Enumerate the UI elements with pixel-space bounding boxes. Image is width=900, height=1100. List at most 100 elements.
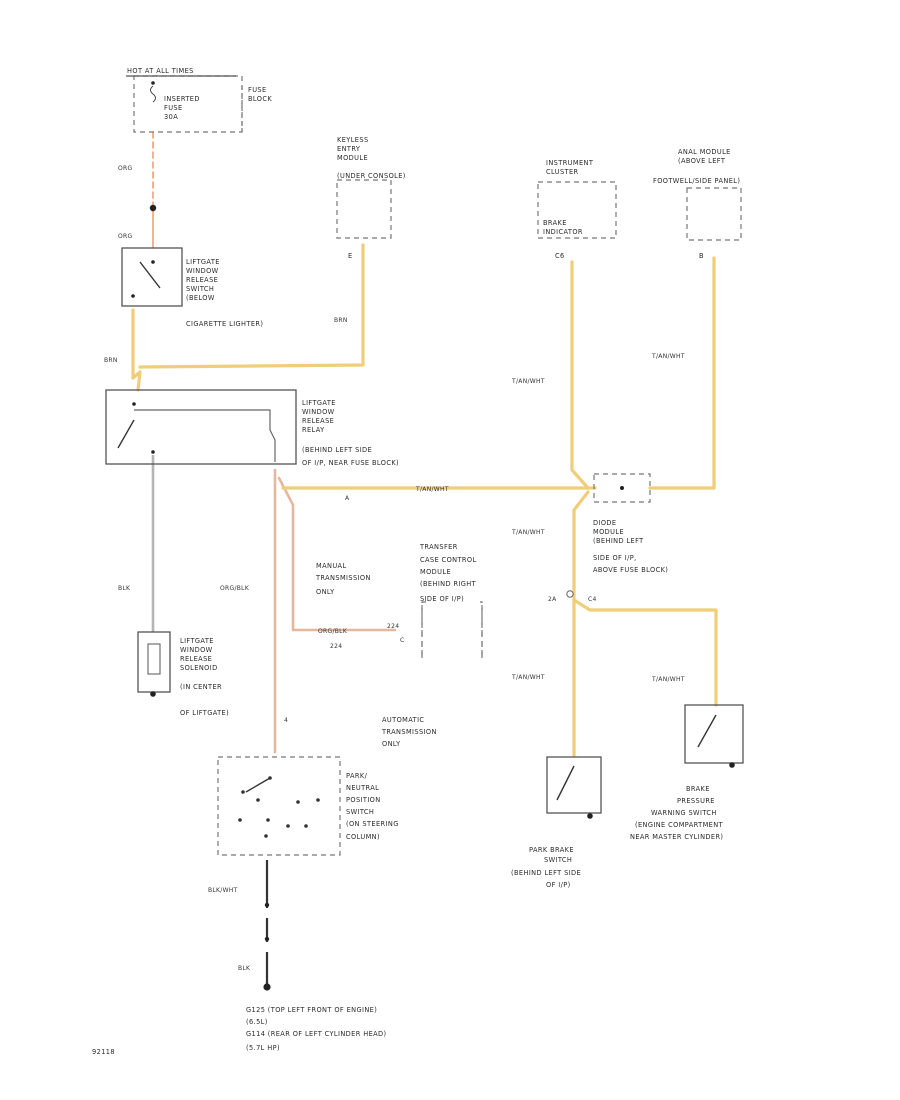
manual-trans-3: ONLY bbox=[316, 588, 335, 596]
diode-dot bbox=[620, 486, 624, 490]
pin-label-c4: C4 bbox=[588, 596, 597, 603]
auto-trans-3: ONLY bbox=[382, 740, 401, 748]
diagram-code: 92118 bbox=[92, 1048, 115, 1056]
fuse-block-hot-label: HOT AT ALL TIMES bbox=[127, 67, 194, 75]
cluster-label-1: INSTRUMENT bbox=[546, 159, 594, 167]
wire-yellow-keyless-relay bbox=[138, 243, 365, 369]
pin-label-a-relay: A bbox=[345, 495, 350, 502]
wire-label-tan-3: T/AN/WHT bbox=[415, 486, 449, 493]
wire-label-org-blk: ORG/BLK bbox=[220, 585, 250, 592]
splice-ring bbox=[566, 590, 574, 598]
wire-label-brn-right: BRN bbox=[334, 317, 348, 324]
ground-label-3: G114 (REAR OF LEFT CYLINDER HEAD) bbox=[246, 1030, 387, 1038]
ground-label-1: G125 (TOP LEFT FRONT OF ENGINE) bbox=[246, 1006, 377, 1014]
bps-label-1: BRAKE bbox=[686, 785, 710, 793]
pbs-label-4: OF I/P) bbox=[546, 881, 571, 889]
ground-label-4: (5.7L HP) bbox=[246, 1044, 280, 1052]
pns-label-5: (ON STEERING bbox=[346, 820, 399, 828]
wire-label-brn-left: BRN bbox=[104, 357, 118, 364]
fuse-block-name-2: BLOCK bbox=[248, 95, 272, 103]
relay-label-4: RELAY bbox=[302, 426, 325, 434]
pin-label-4: 4 bbox=[284, 717, 288, 724]
bps-label-2: PRESSURE bbox=[677, 797, 715, 805]
wire-label-tan-1: T/AN/WHT bbox=[651, 353, 685, 360]
transfer-label-5: SIDE OF I/P) bbox=[420, 595, 464, 603]
park-brake-ground bbox=[587, 813, 593, 819]
wire-yellow-switch-relay bbox=[131, 308, 142, 392]
brake-pressure-switch bbox=[684, 704, 744, 764]
switch-label-2: WINDOW bbox=[186, 267, 219, 275]
liftgate-relay bbox=[105, 389, 297, 465]
fuse-inserted-label: INSERTED bbox=[164, 95, 200, 103]
wire-label-org-top: ORG bbox=[118, 165, 132, 172]
pbs-label-2: SWITCH bbox=[544, 856, 572, 864]
pns-label-3: POSITION bbox=[346, 796, 381, 804]
wire-label-tan-4: T/AN/WHT bbox=[511, 529, 545, 536]
wire-yellow-diode-down bbox=[572, 490, 590, 757]
pns-label-2: NEUTRAL bbox=[346, 784, 379, 792]
relay-coil-box bbox=[134, 409, 276, 462]
diode-label-2: MODULE bbox=[593, 528, 624, 536]
wire-ground-gap-1 bbox=[262, 908, 272, 918]
solenoid-label-6: OF LIFTGATE) bbox=[180, 709, 229, 717]
pin-label-2a: 2A bbox=[548, 596, 557, 603]
cluster-inner-1: BRAKE bbox=[543, 219, 567, 227]
splice-dot-ground-2 bbox=[264, 936, 270, 942]
keyless-label-2: ENTRY bbox=[337, 145, 361, 153]
manual-trans-2: TRANSMISSION bbox=[315, 574, 371, 582]
brake-pressure-arm bbox=[697, 714, 717, 748]
pbs-label-3: (BEHIND LEFT SIDE bbox=[511, 869, 581, 877]
wire-label-org-blk-2: ORG/BLK bbox=[318, 628, 348, 635]
fuse-block-name-1: FUSE bbox=[248, 86, 267, 94]
diode-label-5: ABOVE FUSE BLOCK) bbox=[593, 566, 668, 574]
liftgate-switch-dot-1 bbox=[151, 260, 155, 264]
solenoid-coil bbox=[147, 643, 161, 675]
fuse-symbol bbox=[150, 85, 156, 103]
relay-label-2: WINDOW bbox=[302, 408, 335, 416]
wire-label-blk: BLK bbox=[118, 585, 131, 592]
bps-label-5: NEAR MASTER CYLINDER) bbox=[630, 833, 723, 841]
park-neutral-switch bbox=[217, 756, 341, 856]
wire-label-tan-5: T/AN/WHT bbox=[511, 674, 545, 681]
diode-label-1: DIODE bbox=[593, 519, 616, 527]
relay-dot-1 bbox=[132, 402, 136, 406]
fuse-amp-label: 30A bbox=[164, 113, 178, 121]
switch-label-4: SWITCH bbox=[186, 285, 214, 293]
auto-trans-2: TRANSMISSION bbox=[381, 728, 437, 736]
relay-dot-2 bbox=[151, 450, 155, 454]
diode-label-4: SIDE OF I/P, bbox=[593, 554, 637, 562]
cluster-pin: C6 bbox=[555, 252, 565, 260]
transfer-label-2: CASE CONTROL bbox=[420, 556, 477, 564]
wire-ground-gap-2 bbox=[262, 942, 272, 952]
splice-dot-top bbox=[149, 204, 157, 212]
ground-point bbox=[263, 983, 271, 991]
pbs-label-1: PARK BRAKE bbox=[529, 846, 574, 854]
relay-label-1: LIFTGATE bbox=[302, 399, 336, 407]
pns-label-4: SWITCH bbox=[346, 808, 374, 816]
solenoid-label-4: SOLENOID bbox=[180, 664, 218, 672]
anal-label-2: (ABOVE LEFT bbox=[678, 157, 726, 165]
relay-label-5: (BEHIND LEFT SIDE bbox=[302, 446, 372, 454]
switch-label-3: RELEASE bbox=[186, 276, 218, 284]
bps-label-3: WARNING SWITCH bbox=[651, 809, 717, 817]
anal-pin: B bbox=[699, 252, 704, 260]
relay-label-3: RELEASE bbox=[302, 417, 334, 425]
bps-label-4: (ENGINE COMPARTMENT bbox=[635, 821, 724, 829]
auto-trans-1: AUTOMATIC bbox=[382, 716, 424, 724]
anal-label-1: ANAL MODULE bbox=[678, 148, 731, 156]
pin-label-224: 224 bbox=[387, 623, 399, 630]
switch-label-5: (BELOW bbox=[186, 294, 215, 302]
pin-label-224b: 224 bbox=[330, 643, 342, 650]
pns-label-1: PARK/ bbox=[346, 772, 368, 780]
relay-contact-arm bbox=[117, 419, 135, 449]
transfer-case-mask bbox=[426, 596, 480, 660]
diode-label-3: (BEHIND LEFT bbox=[593, 537, 644, 545]
park-brake-arm bbox=[556, 765, 575, 801]
ground-label-2: (6.5L) bbox=[246, 1018, 268, 1026]
pns-label-6: COLUMN) bbox=[346, 833, 380, 841]
wire-label-tan-6: T/AN/WHT bbox=[651, 676, 685, 683]
manual-trans-1: MANUAL bbox=[316, 562, 347, 570]
anal-module bbox=[686, 187, 742, 241]
instrument-cluster bbox=[537, 181, 617, 239]
